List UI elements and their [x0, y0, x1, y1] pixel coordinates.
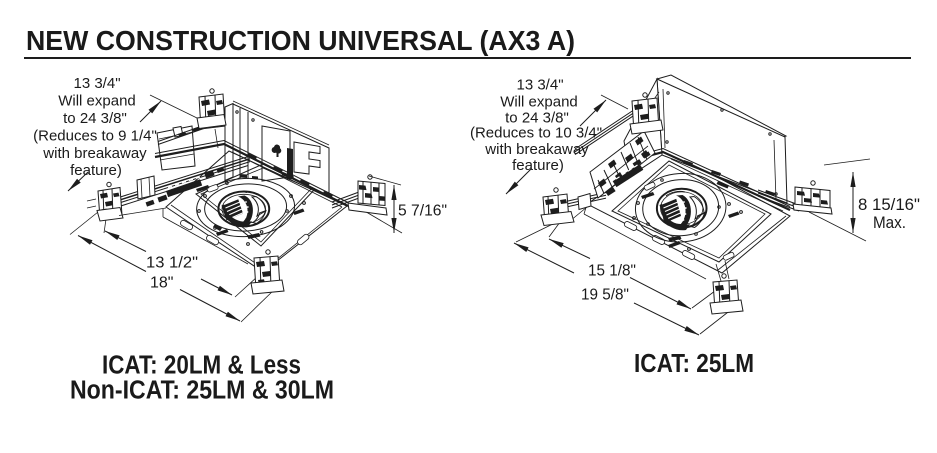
svg-text:ICAT: 20LM & Less: ICAT: 20LM & Less	[102, 352, 301, 380]
svg-text:to 24 3/8": to 24 3/8"	[505, 110, 569, 127]
svg-text:to 24 3/8": to 24 3/8"	[63, 110, 127, 127]
svg-text:13 3/4": 13 3/4"	[516, 77, 563, 94]
svg-text:Max.: Max.	[873, 214, 906, 232]
svg-text:feature): feature)	[512, 157, 564, 174]
svg-text:(Reduces to 9 1/4": (Reduces to 9 1/4"	[33, 128, 157, 145]
svg-text:ICAT: 25LM: ICAT: 25LM	[634, 350, 754, 378]
svg-text:with breakaway: with breakaway	[484, 141, 589, 158]
svg-text:13 3/4": 13 3/4"	[73, 75, 120, 92]
svg-text:Will expand: Will expand	[500, 94, 578, 111]
svg-text:Will expand: Will expand	[58, 93, 136, 110]
svg-text:feature): feature)	[70, 162, 122, 179]
svg-text:8 15/16": 8 15/16"	[858, 196, 920, 214]
svg-text:(Reduces to 10 3/4": (Reduces to 10 3/4"	[470, 125, 602, 142]
svg-text:13 1/2": 13 1/2"	[146, 255, 198, 272]
svg-text:with breakaway: with breakaway	[42, 145, 147, 162]
svg-text:18": 18"	[150, 275, 173, 292]
svg-text:15 1/8": 15 1/8"	[588, 263, 636, 280]
svg-text:19 5/8": 19 5/8"	[581, 287, 629, 304]
svg-text:Non-ICAT: 25LM & 30LM: Non-ICAT: 25LM & 30LM	[70, 377, 334, 405]
svg-text:5 7/16": 5 7/16"	[398, 203, 447, 220]
svg-text:NEW CONSTRUCTION UNIVERSAL (AX: NEW CONSTRUCTION UNIVERSAL (AX3 A)	[26, 25, 575, 56]
